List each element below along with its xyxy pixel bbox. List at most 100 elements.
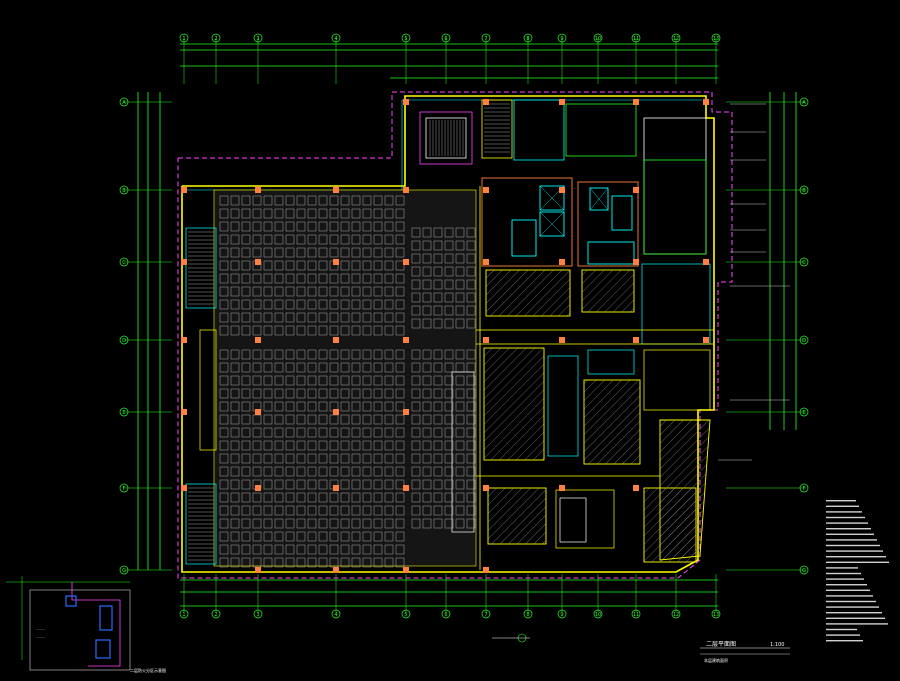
seat-table [362, 414, 372, 425]
seat-table [241, 208, 251, 219]
note-line [826, 528, 871, 530]
drawing-scale: 1:100 [770, 642, 784, 648]
seat-table [422, 292, 432, 303]
seat-table [422, 318, 432, 329]
seat-table [433, 240, 443, 251]
seat-table [351, 518, 361, 529]
seat-table [466, 375, 476, 386]
seat-table [384, 325, 394, 336]
seat-table [318, 427, 328, 438]
seat-table [230, 312, 240, 323]
seat-table [219, 479, 229, 490]
seat-table [263, 286, 273, 297]
seat-table [252, 234, 262, 245]
seat-table [444, 479, 454, 490]
column [559, 187, 565, 193]
seat-table [241, 286, 251, 297]
seat-table [307, 362, 317, 373]
column [483, 485, 489, 491]
seat-table [307, 208, 317, 219]
grid-bubble-label: F [803, 486, 806, 492]
seat-table [373, 531, 383, 542]
seat-table [241, 234, 251, 245]
seat-table [351, 466, 361, 477]
seat-table [351, 414, 361, 425]
seat-table [395, 414, 405, 425]
seat-table [411, 401, 421, 412]
seat-table [329, 388, 339, 399]
seat-table [296, 349, 306, 360]
seat-table [307, 349, 317, 360]
seat-table [274, 414, 284, 425]
seat-table [274, 325, 284, 336]
seat-table [274, 234, 284, 245]
seat-table [340, 362, 350, 373]
seat-table [263, 388, 273, 399]
seat-table [466, 253, 476, 264]
seat-table [274, 427, 284, 438]
seat-table [362, 557, 372, 568]
seat-table [329, 208, 339, 219]
seat-table [340, 299, 350, 310]
grid-bubble-label: D [122, 338, 126, 344]
seat-table [411, 427, 421, 438]
main-hall [213, 189, 477, 567]
seat-table [455, 414, 465, 425]
grid-bubble-label: 5 [404, 36, 407, 42]
seat-table [219, 505, 229, 516]
seat-table [230, 427, 240, 438]
seat-table [219, 195, 229, 206]
seat-table [384, 440, 394, 451]
seat-table [219, 401, 229, 412]
seat-table [351, 531, 361, 542]
seat-table [285, 375, 295, 386]
seat-table [263, 247, 273, 258]
seat-table [219, 557, 229, 568]
seat-table [241, 479, 251, 490]
column [633, 99, 639, 105]
seat-table [373, 401, 383, 412]
grid-bubble-label: 5 [404, 612, 407, 618]
seat-table [263, 479, 273, 490]
seat-table [433, 318, 443, 329]
right-annotation-leaders [718, 103, 790, 461]
seat-table [329, 544, 339, 555]
seat-table [351, 479, 361, 490]
seat-table [318, 375, 328, 386]
seat-table [362, 273, 372, 284]
seat-table [340, 492, 350, 503]
note-line [826, 623, 888, 625]
seat-table [252, 544, 262, 555]
note-line [826, 544, 880, 547]
seat-table [362, 518, 372, 529]
seat-table [296, 234, 306, 245]
grid-bubble-label: 6 [444, 612, 447, 618]
seat-table [219, 427, 229, 438]
seat-table [329, 286, 339, 297]
seat-table [219, 375, 229, 386]
seat-table [384, 505, 394, 516]
note-line [826, 628, 857, 631]
grid-bubble-label: 2 [214, 36, 217, 42]
seat-table [411, 440, 421, 451]
seat-table [274, 466, 284, 477]
seat-table [296, 427, 306, 438]
seat-table [433, 305, 443, 316]
seat-table [219, 349, 229, 360]
grid-bubble: 99 [557, 33, 567, 619]
seat-table [285, 195, 295, 206]
seat-table [395, 531, 405, 542]
seat-table [422, 518, 432, 529]
seat-table [395, 492, 405, 503]
seat-table [230, 375, 240, 386]
seat-table [285, 440, 295, 451]
seat-table [318, 401, 328, 412]
seat-table [252, 273, 262, 284]
seat-table [444, 427, 454, 438]
seat-table [241, 195, 251, 206]
seat-table [318, 325, 328, 336]
seat-table [362, 195, 372, 206]
grid-bubble-label: 4 [334, 612, 337, 618]
